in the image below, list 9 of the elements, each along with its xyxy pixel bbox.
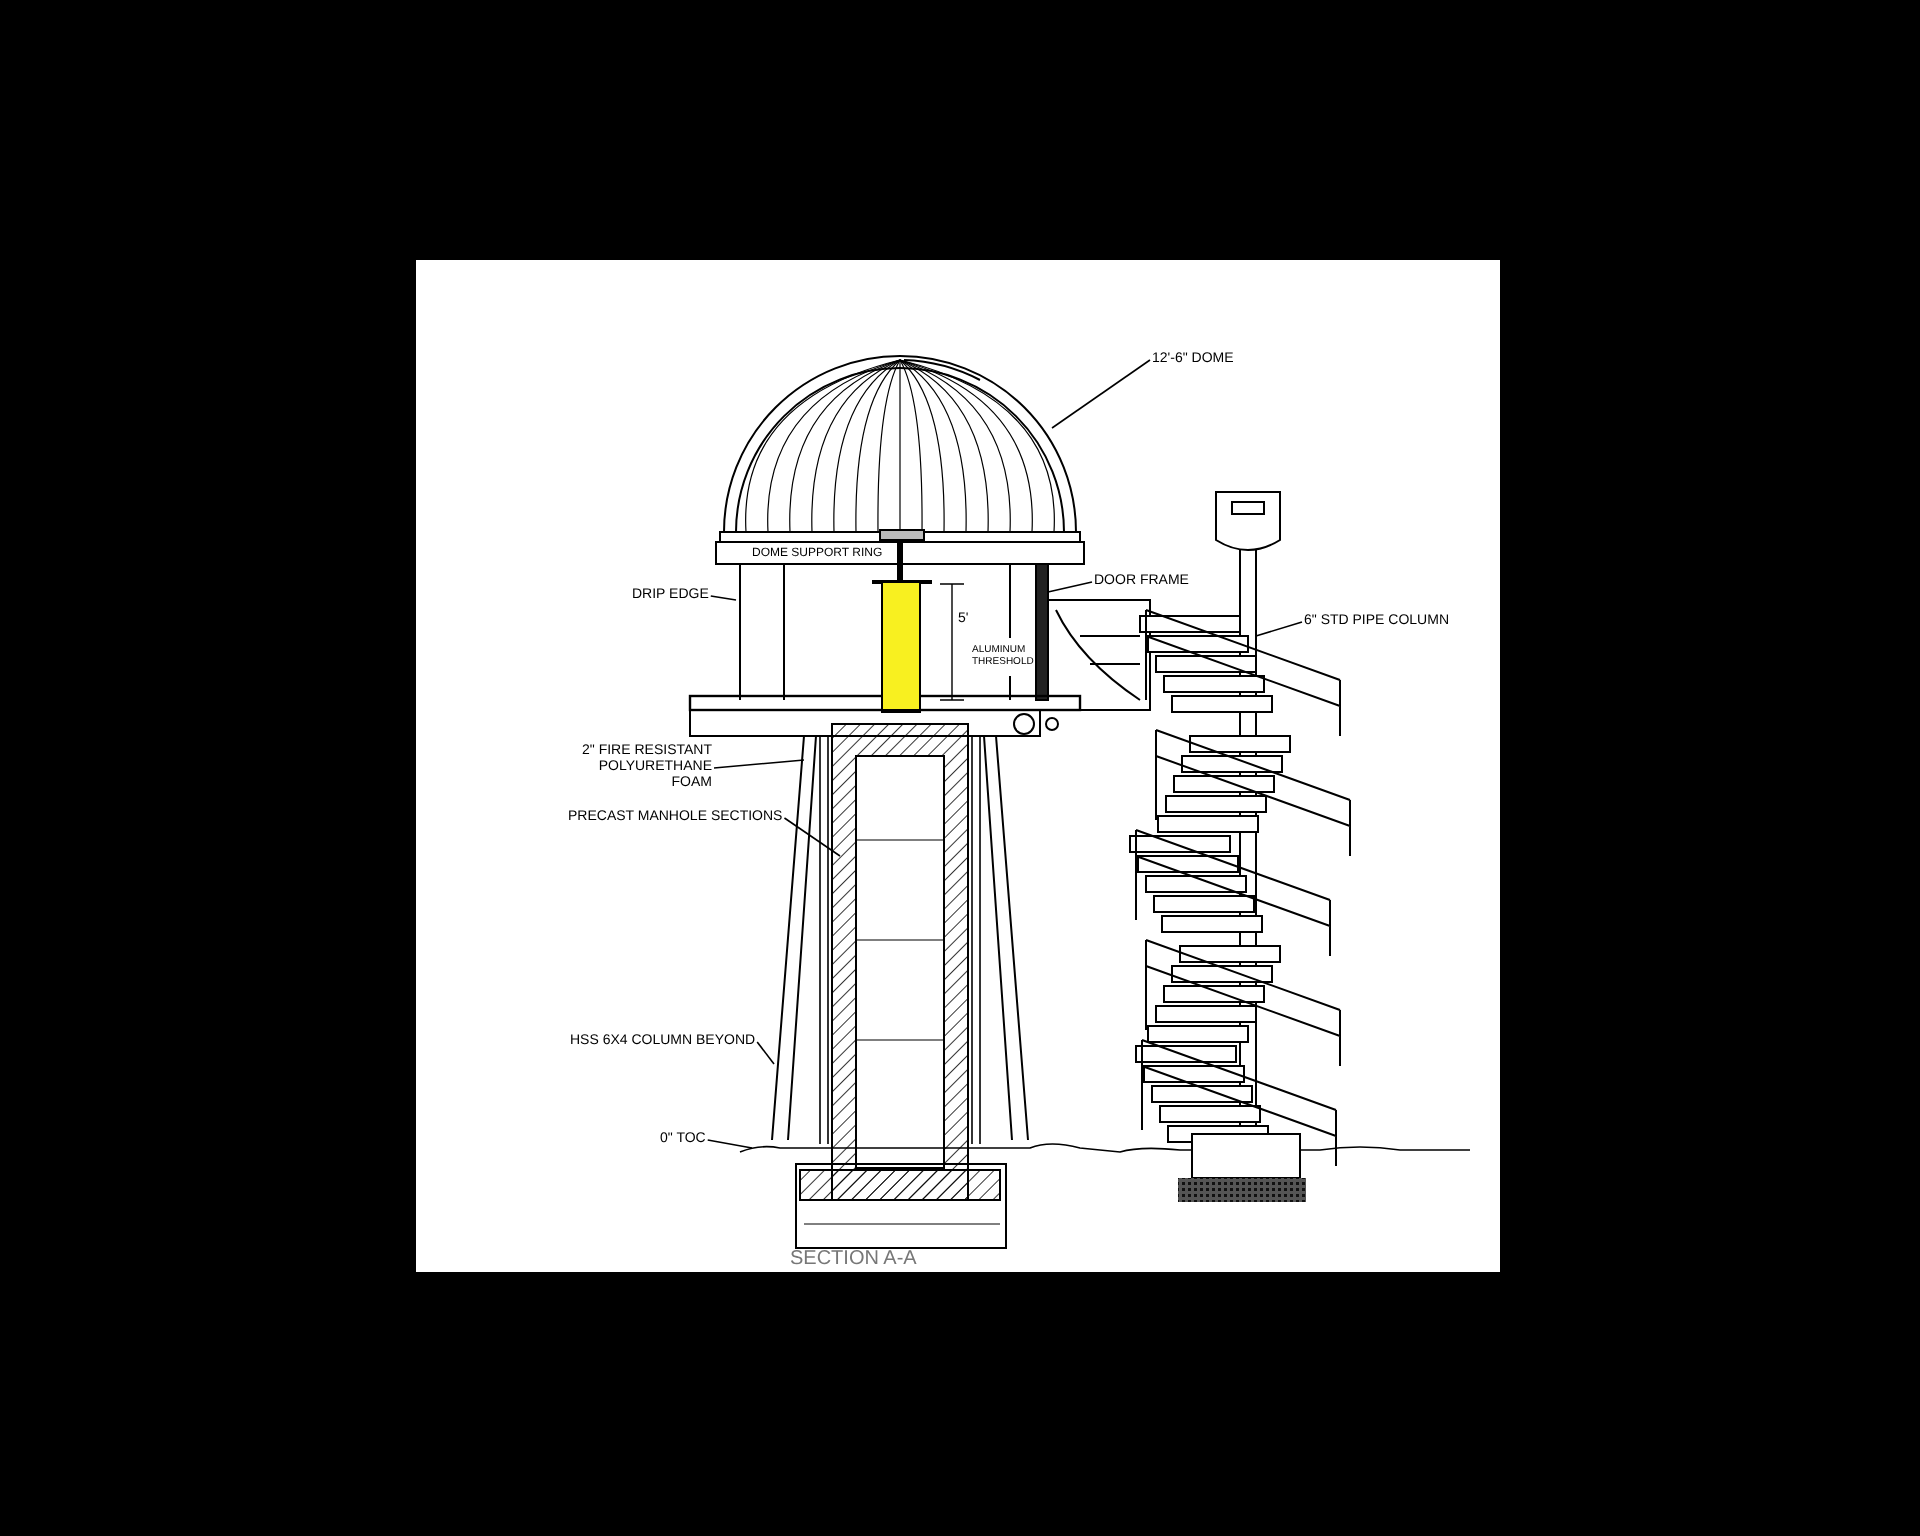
leader-line — [1051, 359, 1151, 429]
caption: SECTION A-A — [790, 1248, 917, 1270]
leader-line — [710, 595, 737, 601]
leader-line — [706, 1139, 753, 1149]
leader-line — [783, 817, 841, 857]
leader-line — [756, 1041, 775, 1065]
leader-line — [1047, 581, 1093, 593]
leader-line — [713, 759, 805, 769]
leader-line — [1255, 621, 1303, 637]
